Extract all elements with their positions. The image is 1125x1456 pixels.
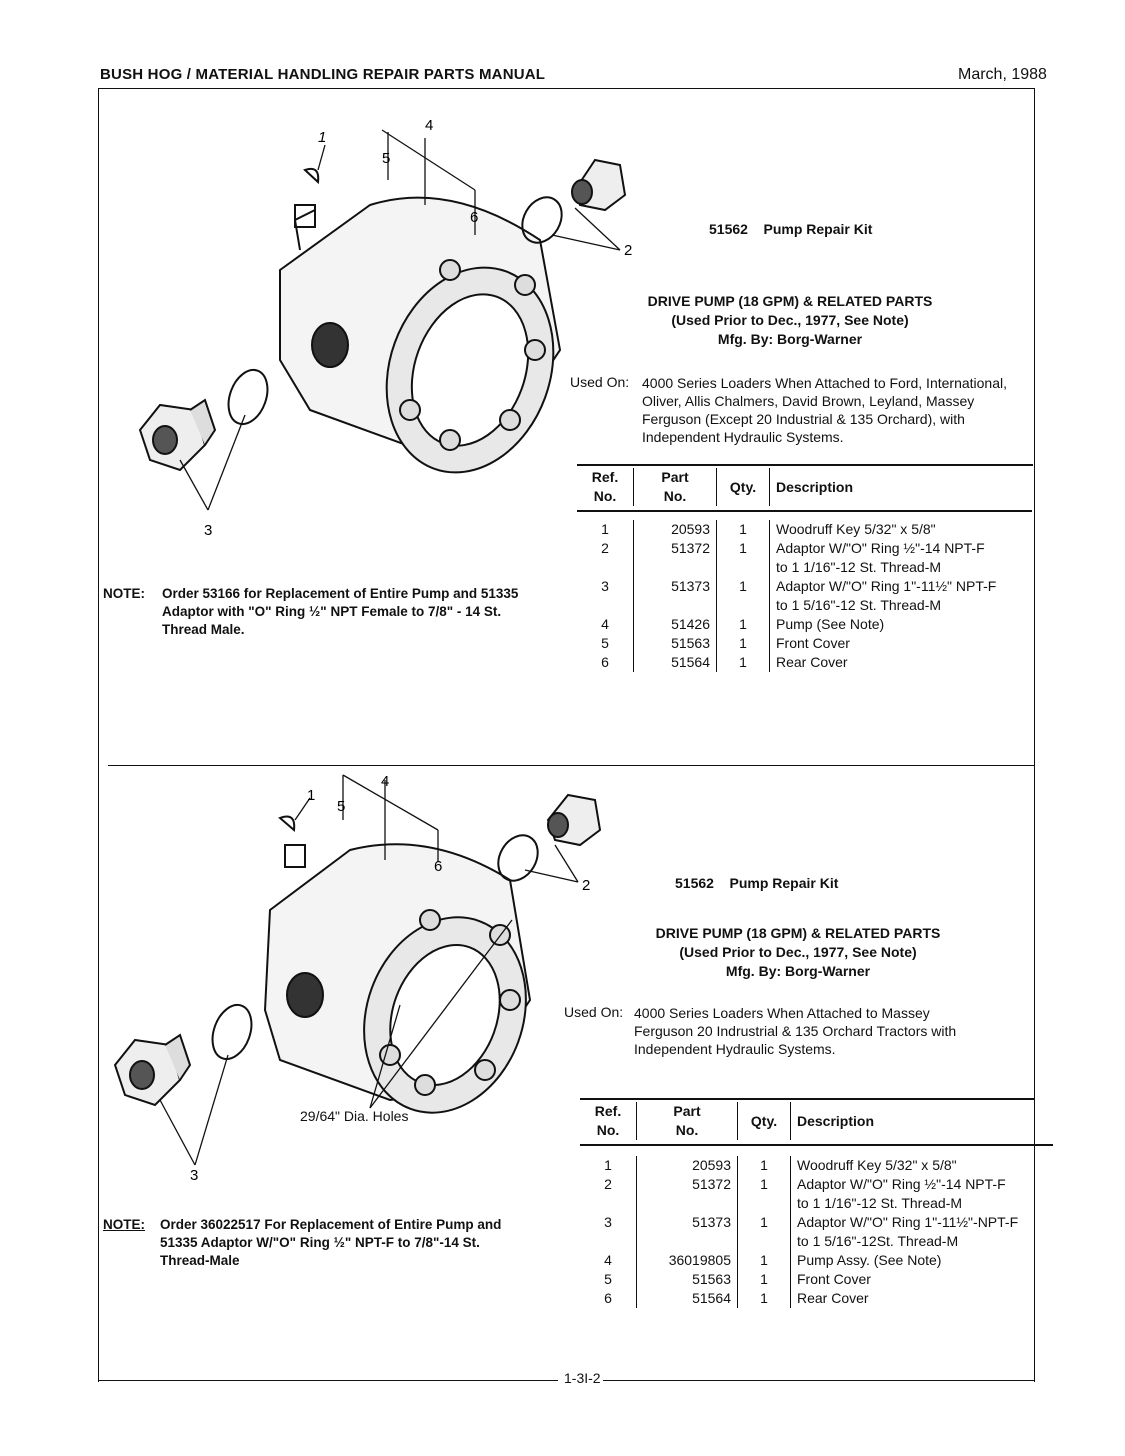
kit-line: 51562 Pump Repair Kit [675,875,838,891]
header-qty: Qty. [737,1102,791,1140]
table-row: 6 51564 1 Rear Cover [580,1289,1053,1308]
note-text: Order 36022517 For Replacement of Entire… [160,1217,502,1268]
table-top-rule [577,464,1033,466]
table-row: 5 51563 1 Front Cover [577,634,1032,653]
callout-4: 4 [381,773,389,790]
note-text: Order 53166 for Replacement of Entire Pu… [162,586,519,637]
table-row: 6 51564 1 Rear Cover [577,653,1032,672]
note-label: NOTE: [103,586,145,601]
footer-rule-right [598,1380,1035,1381]
section-title: DRIVE PUMP (18 GPM) & RELATED PARTS (Use… [655,925,941,979]
table-top-rule [580,1098,1035,1100]
callout-6: 6 [434,858,442,875]
table-row: 1 20593 1 Woodruff Key 5/32" x 5/8" [580,1156,1053,1175]
callout-1: 1 [307,787,315,804]
holes-label: 29/64" Dia. Holes [300,1108,409,1124]
page-frame [98,88,1035,1382]
kit-label: Pump Repair Kit [729,875,839,891]
callout-3: 3 [204,522,212,539]
kit-label: Pump Repair Kit [763,221,873,237]
kit-number: 51562 [709,221,748,237]
table-row: 3 51373 1 Adaptor W/"O" Ring 1"-11½" NPT… [577,577,1032,615]
callout-5: 5 [337,798,345,815]
kit-number: 51562 [675,875,714,891]
header-qty: Qty. [716,468,770,506]
table-row: 1 20593 1 Woodruff Key 5/32" x 5/8" [577,520,1032,539]
used-on-text: 4000 Series Loaders When Attached to Mas… [634,1005,957,1057]
note-label: NOTE: [103,1217,145,1232]
used-on-label: Used On: [570,374,630,390]
table-row: 5 51563 1 Front Cover [580,1270,1053,1289]
footer-rule-left [98,1380,558,1381]
callout-1: 1 [318,129,326,146]
table-row: 4 36019805 1 Pump Assy. (See Note) [580,1251,1053,1270]
manual-date: March, 1988 [958,66,1047,83]
page-number: 1-3I-2 [562,1370,603,1386]
section-divider [108,765,1035,766]
callout-2: 2 [624,242,632,259]
section-title: DRIVE PUMP (18 GPM) & RELATED PARTS (Use… [647,293,933,347]
header-desc: Description [769,468,1032,506]
manual-title: BUSH HOG / MATERIAL HANDLING REPAIR PART… [100,66,546,83]
used-on-label: Used On: [564,1004,624,1020]
kit-line: 51562 Pump Repair Kit [709,221,872,237]
header-desc: Description [790,1102,1053,1140]
table-row: 2 51372 1 Adaptor W/"O" Ring ½"-14 NPT-F… [580,1175,1053,1213]
callout-3: 3 [190,1167,198,1184]
used-on-text: 4000 Series Loaders When Attached to For… [642,375,1008,445]
callout-5: 5 [382,150,390,167]
header-ref: Ref.No. [591,469,619,504]
header-ref: Ref.No. [594,1103,622,1138]
pump-diagram-bottom: 1 2 3 4 5 6 [113,773,602,1184]
callout-4: 4 [425,117,433,134]
callout-6: 6 [470,209,478,226]
table-row: 4 51426 1 Pump (See Note) [577,615,1032,634]
pump-diagram-top: 1 2 3 4 5 6 [138,117,632,539]
table-row: 2 51372 1 Adaptor W/"O" Ring ½"-14 NPT-F… [577,539,1032,577]
table-row: 3 51373 1 Adaptor W/"O" Ring 1"-11½"-NPT… [580,1213,1053,1251]
callout-2: 2 [582,877,590,894]
